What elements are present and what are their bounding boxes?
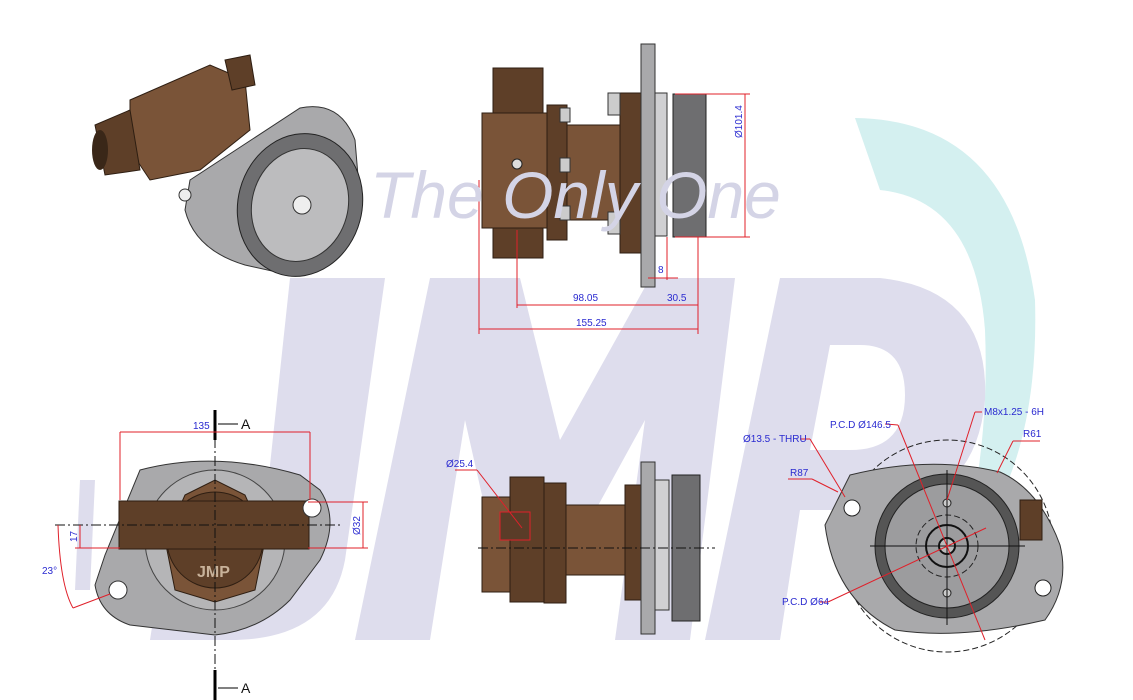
section-label-top: A [241,416,251,432]
isometric-view [92,54,364,277]
section-view: Ø25.4 [446,459,715,635]
dim-30-5: 30.5 [667,293,687,304]
label-r61: R61 [1023,429,1042,440]
label-pcd-64: P.C.D Ø64 [782,597,829,608]
label-hole: Ø13.5 - THRU [743,434,807,445]
dim-155-25: 155.25 [576,318,607,329]
dim-8: 8 [658,265,664,276]
side-view: Ø101.4 8 98.05 30.5 155.25 [478,43,750,334]
dim-port-diameter: Ø32 [352,516,363,535]
dim-gear-diameter: Ø101.4 [734,105,745,138]
cover-logo: JMP [197,564,230,581]
front-view: JMP A A 135 Ø32 17 23° [42,410,368,700]
label-thread: M8x1.25 - 6H [984,407,1044,418]
label-pcd-146: P.C.D Ø146.5 [830,420,891,431]
label-r87: R87 [790,468,809,479]
dim-angle: 23° [42,566,57,577]
rear-view: P.C.D Ø146.5 M8x1.25 - 6H R61 Ø13.5 - TH… [743,407,1064,653]
section-label-bottom: A [241,680,251,696]
watermark-tagline: The Only One [370,158,781,232]
dim-section-port: Ø25.4 [446,459,474,470]
dim-98-05: 98.05 [573,293,598,304]
dim-offset: 17 [69,530,80,542]
dim-width: 135 [193,421,210,432]
